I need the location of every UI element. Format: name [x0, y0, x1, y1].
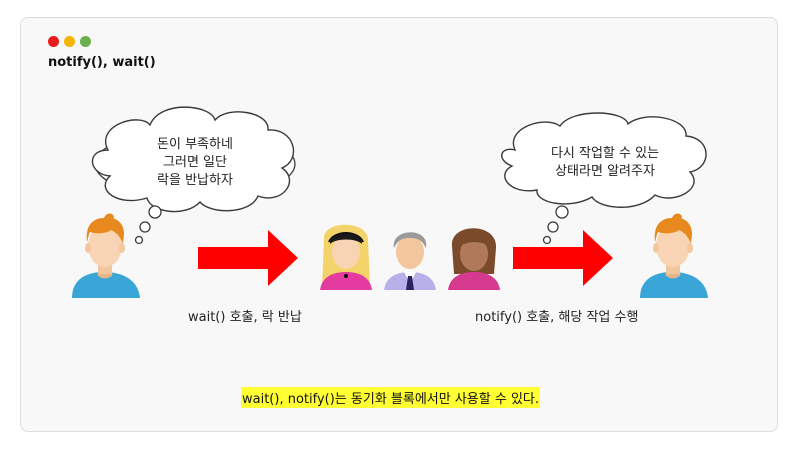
left-bubble-line: 락을 반납하자	[157, 173, 233, 188]
right-person-icon	[640, 213, 708, 298]
woman-person-icon	[320, 224, 372, 290]
green-dot-icon	[80, 36, 91, 47]
right-bubble-line: 상태라면 알려주자	[555, 164, 655, 179]
left-person-icon	[72, 213, 140, 298]
left-arrow-icon	[198, 230, 298, 286]
right-arrow-icon	[513, 230, 613, 286]
right-bubble-text: 다시 작업할 수 있는 상태라면 알려주자	[520, 145, 690, 181]
older-man-icon	[384, 232, 436, 290]
left-bubble-line: 돈이 부족하네	[157, 137, 233, 152]
wait-call-label: wait() 호출, 락 반납	[188, 310, 302, 325]
notify-call-label: notify() 호출, 해당 작업 수행	[475, 310, 639, 325]
left-bubble-text: 돈이 부족하네 그러면 일단 락을 반납하자	[130, 136, 260, 190]
right-bubble-line: 다시 작업할 수 있는	[550, 146, 660, 161]
sync-block-note: wait(), notify()는 동기화 블록에서만 사용할 수 있다.	[241, 387, 540, 408]
diagram-title: notify(), wait()	[48, 55, 156, 70]
left-bubble-line: 그러면 일단	[163, 155, 227, 170]
brown-woman-icon	[448, 228, 500, 290]
yellow-dot-icon	[64, 36, 75, 47]
red-dot-icon	[48, 36, 59, 47]
